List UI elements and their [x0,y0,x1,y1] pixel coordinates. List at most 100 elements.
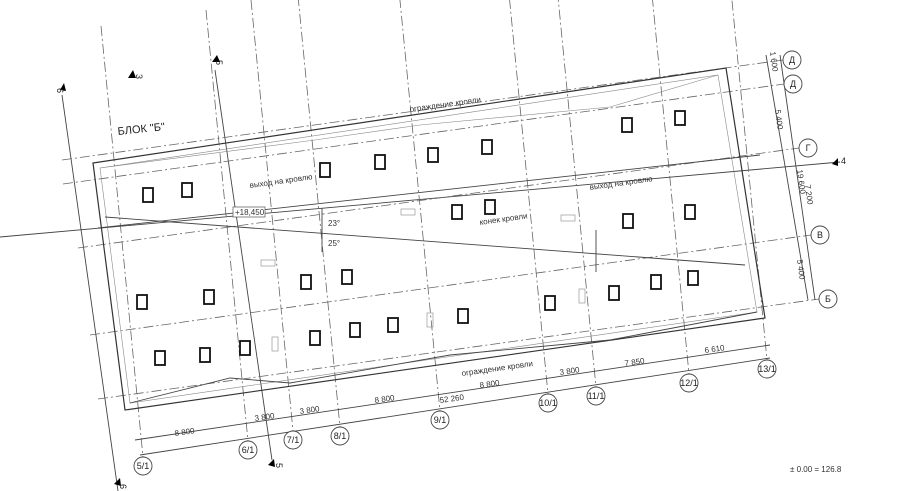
grid-axis-line [77,147,800,249]
dimension-total: 52 260 [439,393,465,405]
block-title: БЛОК "Б" [117,121,166,138]
valley-line [97,154,761,229]
axis-label: 10/1 [539,398,557,408]
dimension-value: 7 200 [803,184,815,206]
ridge-line [104,216,746,266]
axis-bubble [818,289,838,309]
axis-label: Д [789,55,795,65]
dimension-value: 7 850 [624,356,646,368]
grid-axis-line [62,83,785,185]
grid-axis-line [61,59,784,161]
skylight [457,308,469,324]
axis-label: 7/1 [287,435,300,445]
skylight [154,350,166,366]
axis-label: 13/1 [758,364,776,374]
axis-bubble [586,386,606,406]
roof-hatch [271,336,279,352]
datum-label: ± 0.00 = 126.8 [790,465,842,474]
axis-label: Д [790,79,796,89]
grid-axis-line [557,0,597,388]
roof-exit-label: выход на кровлю [589,174,653,192]
roof-fence-label: ограждение кровли [409,95,481,114]
axis-label: 6/1 [242,445,255,455]
grid-axis-line [399,0,441,412]
section-mark: 5 [214,60,224,65]
skylight [484,199,496,215]
grid-axis-line [89,234,812,336]
axis-label: 11/1 [588,391,605,401]
section-mark: 6 [55,88,65,93]
axis-bubble [782,50,802,70]
dimension-line [134,344,771,441]
dimension-line [765,54,809,301]
slope-label: 23° [328,219,340,228]
grid-axis-line [509,0,549,395]
elevation-label: +18,450 [235,208,265,217]
section-arrow-icon [114,478,121,486]
grid-axis-line [731,0,768,361]
skylight [374,154,386,170]
dimension-value: 8 800 [374,393,396,405]
roof-exit-label: выход на кровлю [249,172,313,190]
axis-bubble [283,430,303,450]
roof-hatch [426,312,434,328]
axis-bubble [783,74,803,94]
skylight [319,162,331,178]
skylight [684,204,696,220]
section-mark: 3 [134,74,144,79]
section-line-5 [214,69,273,461]
axis-label: 5/1 [137,461,150,471]
axis-label: В [817,230,823,240]
axis-bubble [757,359,777,379]
skylight [427,147,439,163]
slope-label: 25° [328,239,340,248]
section-mark: 4 [841,156,846,166]
axis-bubble [679,373,699,393]
axis-label: Г [806,143,811,153]
grid-axis-line [205,9,249,442]
section-line-6 [61,94,119,491]
roof-fence-label: ограждение кровли [461,359,533,378]
skylight [650,274,662,290]
grid-axis-line [652,0,690,375]
axis-bubble [330,426,350,446]
dimension-value: 8 800 [479,378,501,390]
section-arrow-icon [60,83,66,91]
dimension-line [779,54,816,301]
section-mark: 5 [274,463,284,468]
dimension-value: 3 800 [559,365,581,377]
dimension-value: 3 800 [299,404,321,416]
roof-hatch [400,208,416,216]
skylight [349,322,361,338]
skylight [309,330,321,346]
axis-label: 12/1 [680,378,698,388]
dimension-value: 5 400 [795,259,807,281]
skylight [481,139,493,155]
axis-label: Б [825,294,831,304]
axis-label: 8/1 [334,431,347,441]
grid-axis-line [97,298,820,400]
axis-bubble [798,138,818,158]
dimension-value: 5 400 [773,109,785,131]
axis-bubble [238,440,258,460]
skylight [142,187,154,203]
grid-axis-line [250,0,294,432]
skylight [544,295,556,311]
dimension-line [139,357,771,456]
axis-bubble [133,456,153,476]
skylight [239,340,251,356]
section-line-4 [0,161,841,238]
skylight [687,270,699,286]
section-arrow-icon [128,70,136,78]
skylight [387,317,399,333]
axis-bubble [810,225,830,245]
grid-axis-line [297,0,341,428]
skylight [622,213,634,229]
dimension-total: 19 600 [795,169,807,195]
skylight [181,182,193,198]
elevation-box [232,206,266,218]
